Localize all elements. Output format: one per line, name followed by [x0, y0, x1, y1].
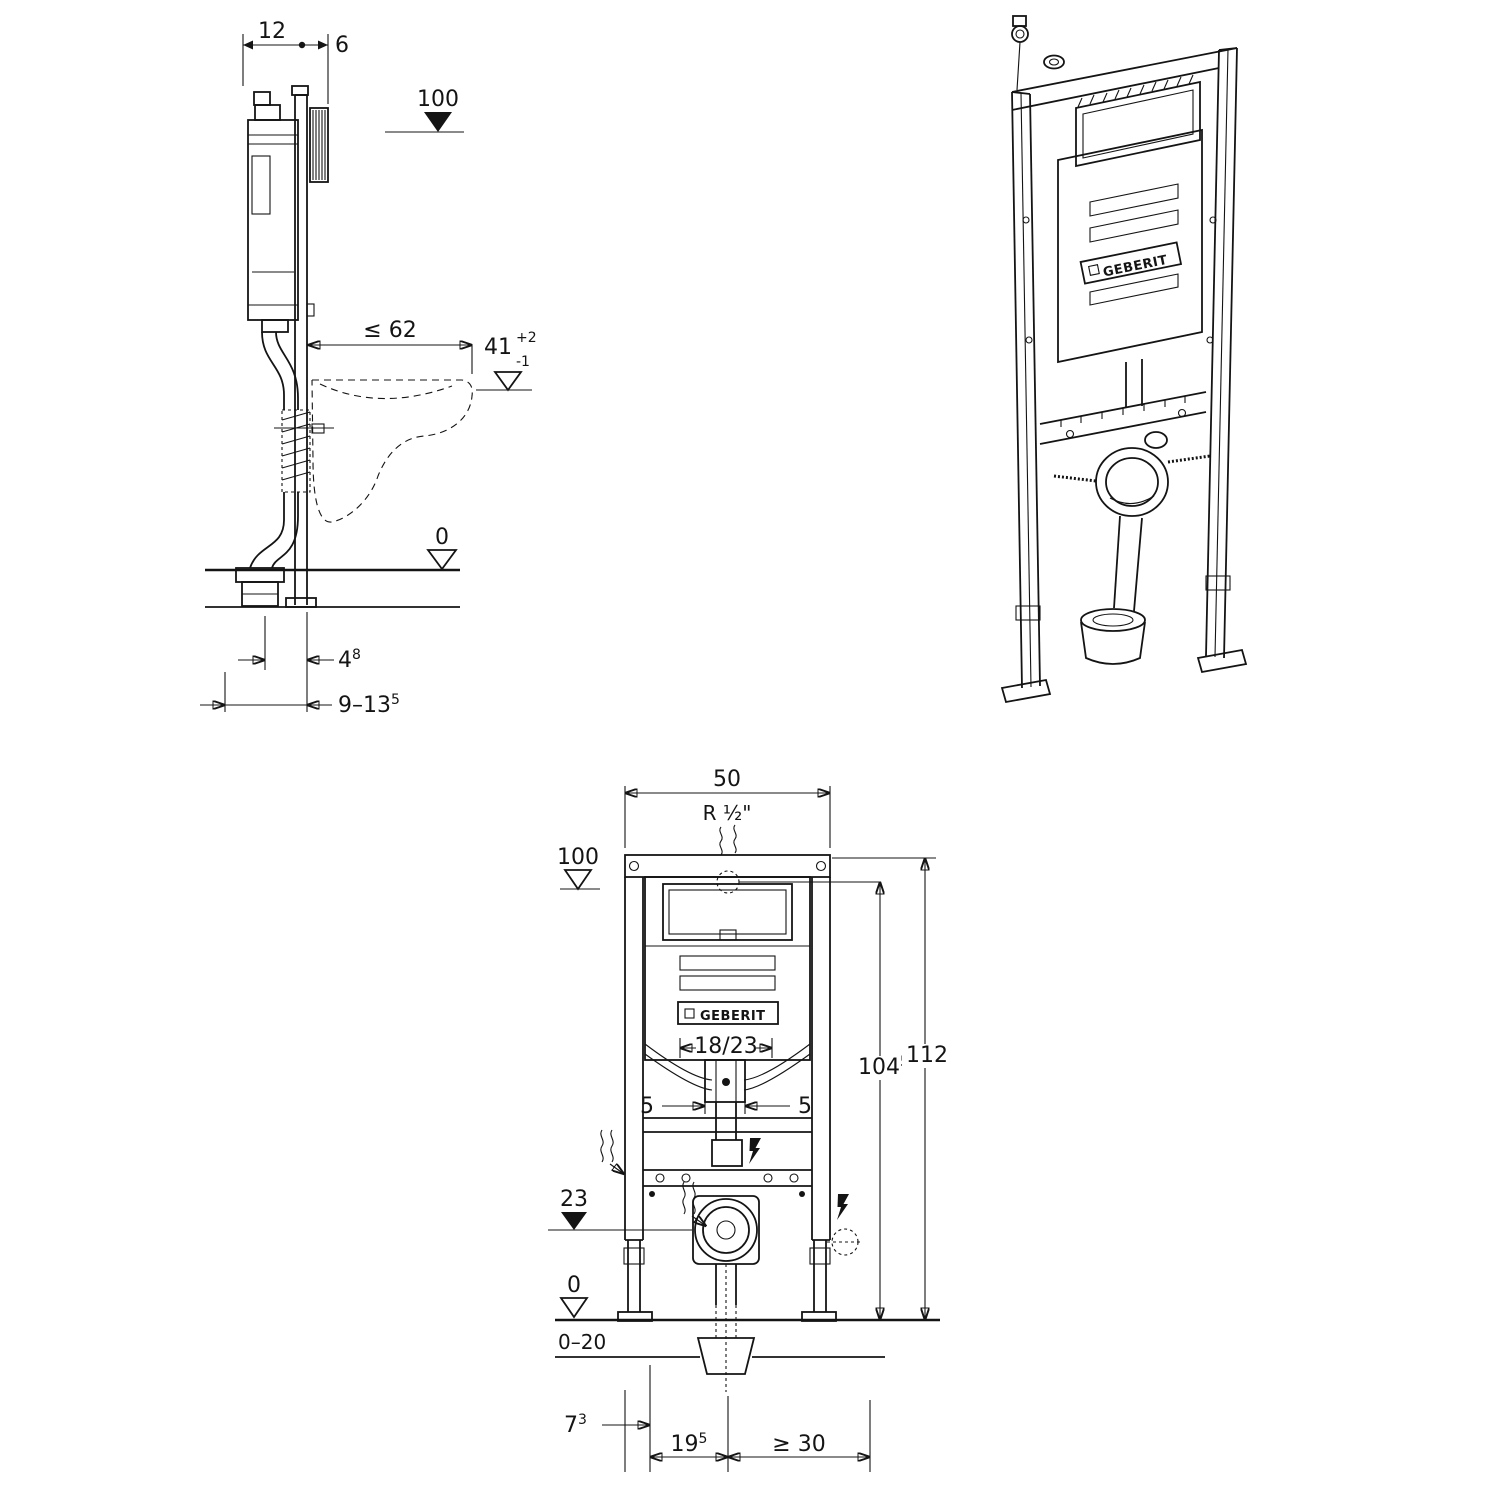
dim-label-frame-depth: 12 — [258, 20, 286, 44]
iso-brand-label: GEBERIT — [1079, 241, 1183, 285]
dim-label-plate: 6 — [335, 33, 349, 58]
side-dim-bowl-depth: ≤ 62 — [308, 318, 473, 374]
water-supply-symbol-center — [682, 1181, 706, 1226]
side-wc-connection-block — [274, 409, 334, 493]
iso-meter-bar — [1039, 359, 1207, 445]
front-drain-pipe — [696, 1264, 756, 1392]
dim-label-foot-offset: 73 — [564, 1412, 587, 1438]
iso-wc-flange — [1053, 431, 1211, 517]
side-level-0-marker: 0 — [426, 525, 458, 571]
front-water-connection: R ½" — [703, 801, 880, 894]
iso-access-panel — [1075, 74, 1201, 168]
dim-label-outlet-offset: 48 — [338, 647, 361, 673]
level-label-0-front: 0 — [567, 1273, 581, 1298]
brand-text-front: GEBERIT — [700, 1009, 766, 1024]
side-dim-bowl-height: 41 +2 -1 — [476, 330, 537, 392]
side-drain-elbow — [235, 492, 299, 607]
dim-label-bowl-height: 41 — [484, 335, 512, 360]
level-label-100: 100 — [417, 87, 459, 112]
side-frame-rail — [285, 85, 317, 608]
electrical-symbol-outer — [827, 1194, 863, 1256]
side-dim-depth: 12 6 — [242, 20, 349, 104]
dim-label-width: 50 — [713, 767, 741, 792]
dim-label-total-height: 112 — [906, 1043, 948, 1068]
dim-label-right-offset: 5 — [798, 1094, 812, 1119]
dim-label-side-clearance: ≥ 30 — [772, 1432, 825, 1457]
side-flush-bend — [261, 331, 299, 410]
side-floor-lines — [205, 568, 460, 608]
front-flush-bend — [704, 1059, 746, 1167]
front-dim-bottom: 73 195 ≥ 30 — [564, 1365, 871, 1472]
front-outlet-flange — [692, 1195, 760, 1265]
side-dim-outlet-offset: 48 — [238, 612, 361, 712]
side-dim-outlet-range: 9–135 — [200, 672, 400, 718]
level-label-23: 23 — [560, 1187, 588, 1212]
front-brand-label: GEBERIT — [677, 1001, 779, 1025]
dim-label-bowl-height-tol-upper: +2 — [516, 330, 537, 346]
side-level-100-marker: 100 — [385, 87, 464, 133]
iso-drain-set — [1080, 515, 1146, 665]
front-dim-total-height: 112 — [832, 857, 948, 1320]
front-dim-flush-pipe: 18/23 — [679, 1034, 773, 1059]
dim-label-bowl-height-tol-lower: -1 — [516, 354, 530, 370]
dim-label-outlet-range: 9–135 — [338, 692, 400, 718]
level-label-0: 0 — [435, 525, 449, 550]
front-view-drawing: 50 R ½" 100 — [548, 767, 948, 1472]
front-level-23-marker: 23 — [548, 1187, 692, 1231]
iso-water-fittings — [1011, 15, 1065, 91]
side-toilet-bowl-outline — [311, 379, 473, 523]
water-connection-label: R ½" — [703, 801, 752, 825]
front-feet — [617, 1240, 837, 1322]
water-supply-symbol-left — [600, 1129, 624, 1174]
side-view-drawing: 12 6 100 ≤ 62 41 +2 -1 0 — [200, 20, 537, 718]
dim-label-bowl-depth: ≤ 62 — [363, 318, 416, 343]
iso-frame — [1011, 47, 1238, 689]
isometric-view-drawing: GEBERIT — [1000, 15, 1248, 704]
dim-label-outlet-center: 195 — [671, 1431, 708, 1457]
electrical-symbol-inner — [749, 1138, 761, 1164]
front-dim-connection-height: 1045 — [854, 882, 909, 1320]
front-dim-offsets-5: 5 5 — [640, 1094, 812, 1119]
front-level-100-marker: 100 — [557, 845, 600, 891]
front-dim-width: 50 — [624, 767, 831, 848]
dim-label-flush-pipe: 18/23 — [694, 1034, 757, 1059]
front-frame — [624, 854, 831, 1241]
level-label-100-front: 100 — [557, 845, 599, 870]
side-wall-plate — [309, 107, 329, 183]
side-cistern — [247, 91, 299, 333]
front-crossbars — [643, 1117, 812, 1197]
front-level-0-marker: 0 0–20 — [558, 1273, 606, 1354]
dim-label-left-offset: 5 — [640, 1094, 654, 1119]
iso-feet — [1000, 648, 1248, 704]
floor-buildup-label: 0–20 — [558, 1330, 606, 1354]
